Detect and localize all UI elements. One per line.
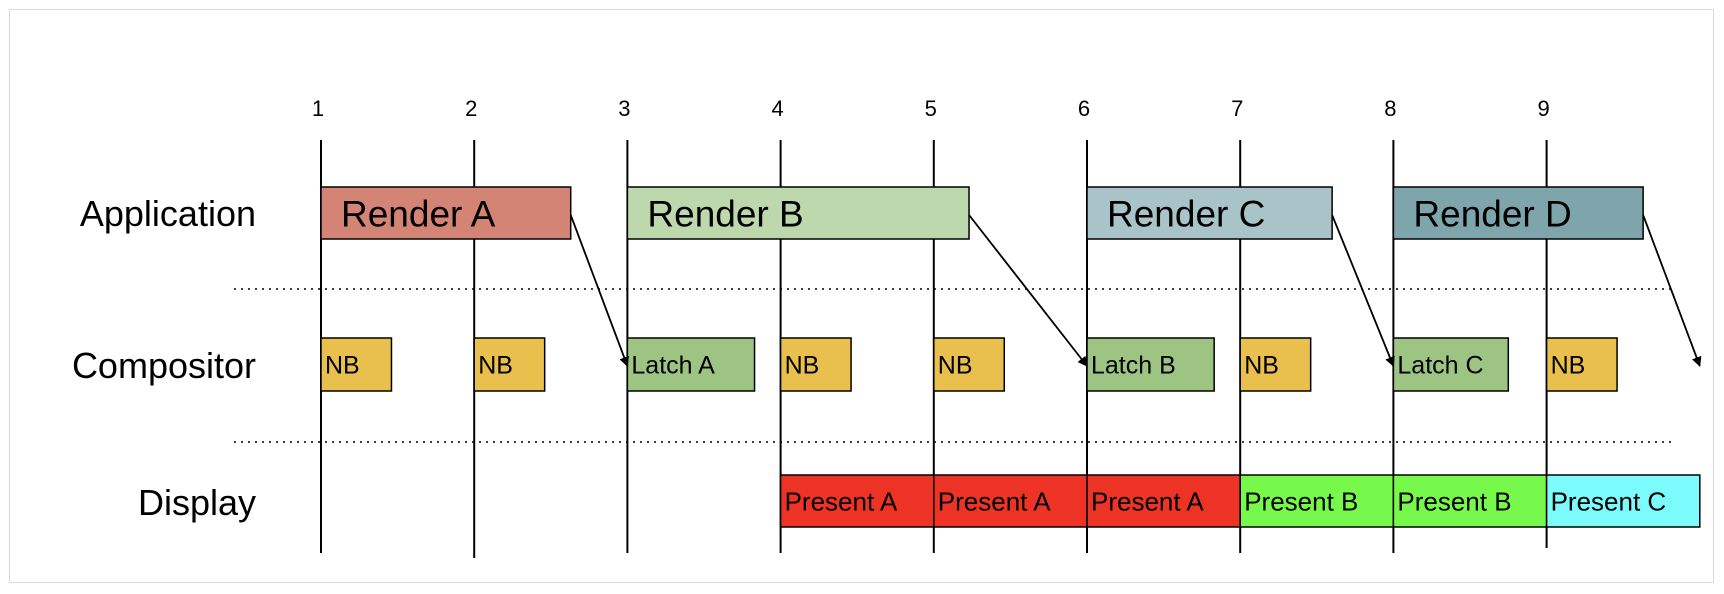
render-box	[320, 186, 572, 240]
row-label-display: Display	[138, 482, 256, 523]
present-box-label: Present A	[785, 486, 898, 516]
tick-label: 6	[1078, 96, 1090, 121]
tick-label: 5	[925, 96, 937, 121]
compositor-box	[779, 337, 852, 392]
tick-label: 8	[1384, 96, 1396, 121]
compositor-box-label: NB	[478, 352, 513, 380]
row-label-application: Application	[80, 193, 256, 234]
compositor-box	[1545, 337, 1618, 392]
compositor-box-label: Latch A	[631, 352, 715, 380]
compositor-box-label: NB	[785, 352, 820, 380]
present-box-label: Present A	[1091, 486, 1204, 516]
present-box-label: Present C	[1551, 486, 1667, 516]
tick-label: 1	[312, 96, 324, 121]
tick-label: 9	[1537, 96, 1549, 121]
compositor-box-label: NB	[938, 352, 973, 380]
present-box	[779, 474, 935, 528]
latch-arrow	[968, 214, 1088, 367]
present-box	[933, 474, 1088, 528]
latch-arrow	[569, 214, 629, 367]
present-box-label: Present A	[938, 486, 1051, 516]
compositor-box-label: Latch C	[1397, 352, 1483, 380]
tick-label: 4	[771, 96, 783, 121]
compositor-box	[1392, 337, 1510, 392]
compositor-box-label: NB	[325, 352, 360, 380]
present-box	[1545, 474, 1701, 528]
compositor-box-label: NB	[1244, 352, 1279, 380]
compositor-box	[933, 337, 1006, 392]
render-box-label: Render B	[647, 193, 803, 234]
render-box-label: Render C	[1107, 193, 1265, 234]
tick-label: 7	[1231, 96, 1243, 121]
tick-label: 3	[618, 96, 630, 121]
latch-arrow	[1331, 214, 1395, 367]
render-box	[1392, 186, 1644, 240]
tick-label: 2	[465, 96, 477, 121]
row-label-compositor: Compositor	[72, 345, 256, 386]
render-box	[626, 186, 970, 240]
render-box-label: Render A	[341, 193, 496, 234]
compositor-box-label: NB	[1551, 352, 1586, 380]
diagram-frame	[9, 9, 1714, 583]
present-box-label: Present B	[1244, 486, 1358, 516]
present-box-label: Present B	[1397, 486, 1511, 516]
present-box	[1239, 474, 1395, 528]
latch-arrow	[1642, 214, 1702, 367]
compositor-box	[473, 337, 546, 392]
present-box	[1086, 474, 1241, 528]
compositor-box	[1239, 337, 1312, 392]
compositor-box-label: Latch B	[1091, 352, 1176, 380]
render-box	[1086, 186, 1333, 240]
render-box-label: Render D	[1413, 193, 1571, 234]
compositor-box	[320, 337, 393, 392]
compositor-box	[1086, 337, 1215, 392]
